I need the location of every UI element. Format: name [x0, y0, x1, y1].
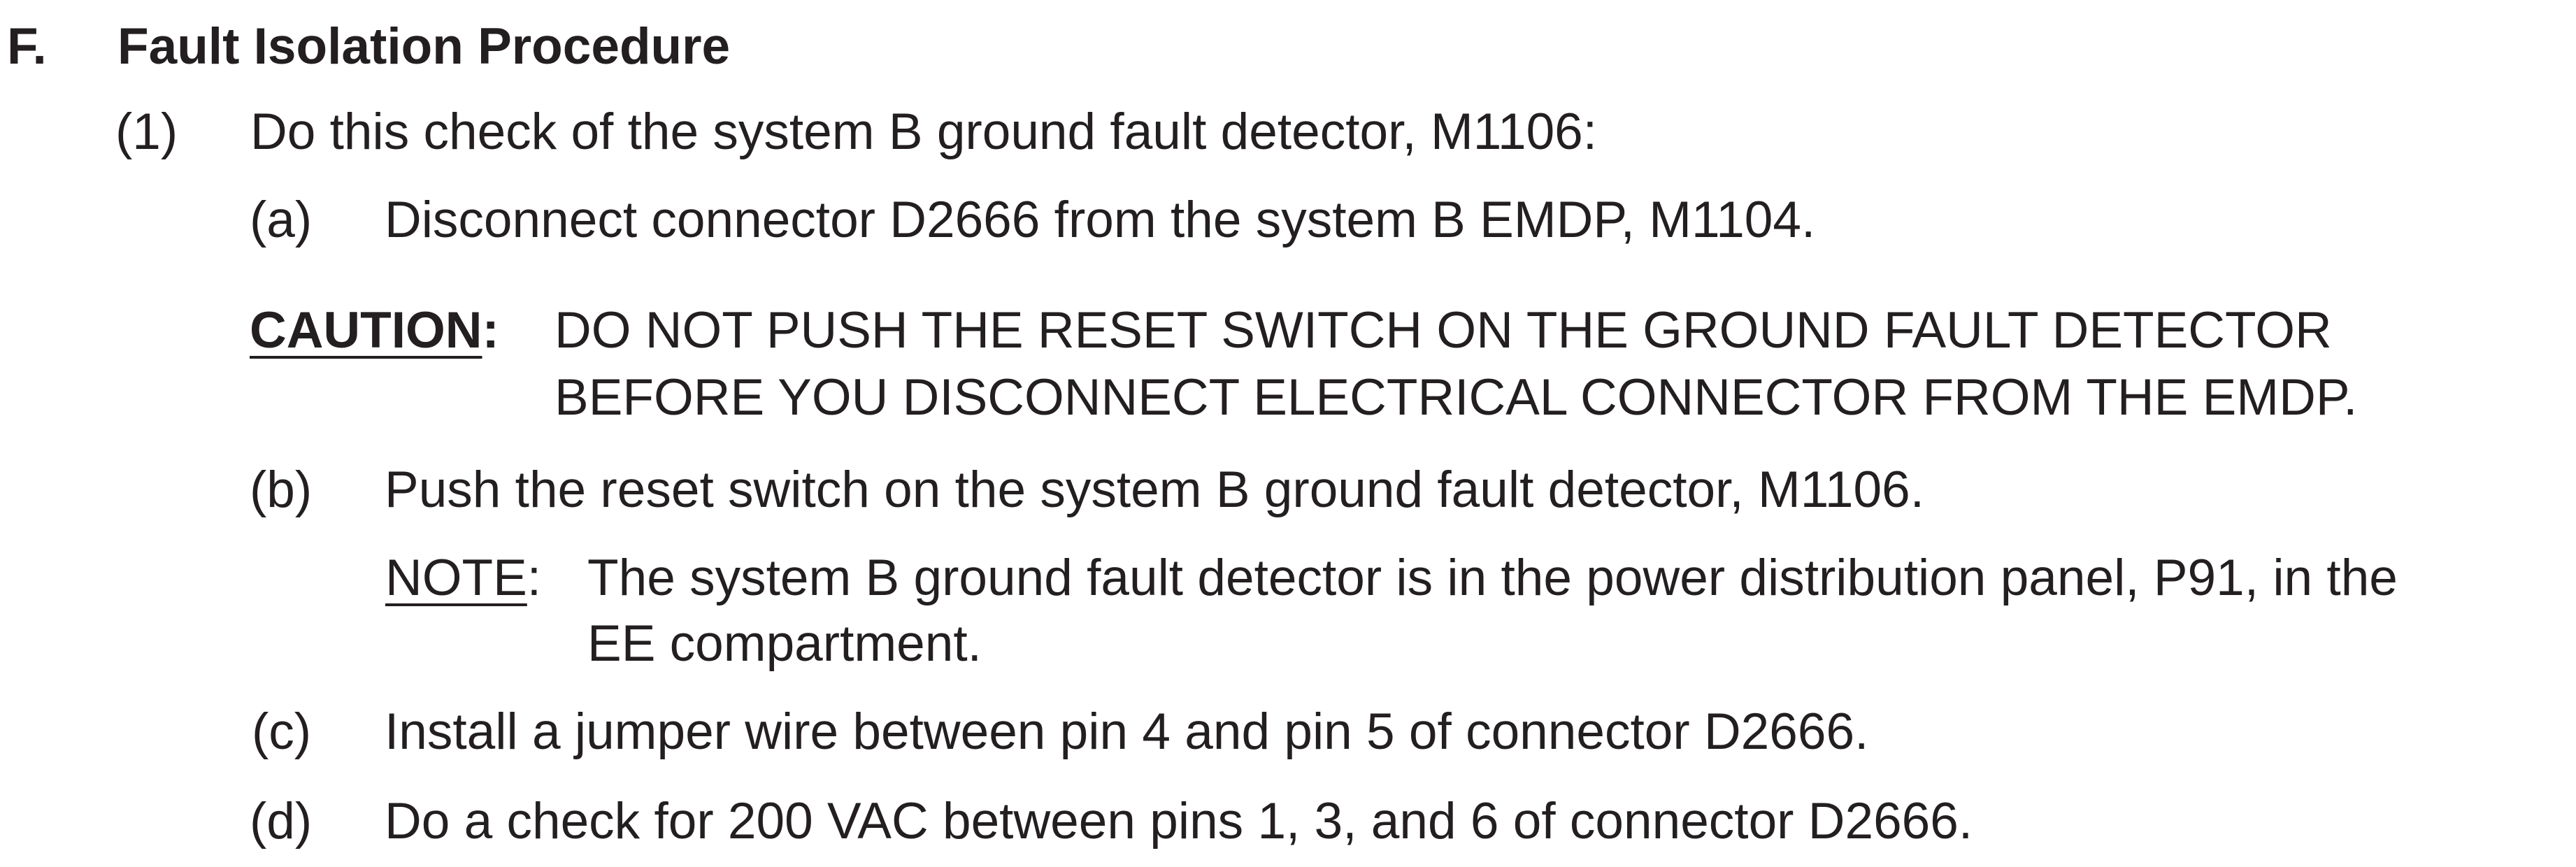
caution-line-1: DO NOT PUSH THE RESET SWITCH ON THE GROU…	[554, 302, 2332, 359]
caution-label: CAUTION	[250, 302, 482, 359]
substep-a-text: Disconnect connector D2666 from the syst…	[385, 192, 1816, 248]
caution-label-group: CAUTION:	[250, 305, 499, 356]
caution-colon: :	[482, 302, 499, 359]
substep-c-text: Install a jumper wire between pin 4 and …	[385, 703, 1869, 760]
step-1-text: Do this check of the system B ground fau…	[250, 103, 1598, 160]
section-title: Fault Isolation Procedure	[117, 18, 731, 75]
substep-c-number: (c)	[252, 703, 312, 760]
note-line-1: The system B ground fault detector is in…	[587, 550, 2398, 606]
note-label: NOTE	[385, 550, 527, 606]
substep-a-number: (a)	[250, 192, 313, 248]
note-line-2: EE compartment.	[587, 615, 982, 672]
step-1-number: (1)	[115, 103, 178, 160]
substep-d-number: (d)	[250, 793, 313, 850]
substep-d-text: Do a check for 200 VAC between pins 1, 3…	[385, 793, 1973, 850]
section-letter: F.	[7, 18, 47, 75]
note-label-group: NOTE:	[385, 552, 541, 603]
caution-line-2: BEFORE YOU DISCONNECT ELECTRICAL CONNECT…	[554, 369, 2358, 426]
note-colon: :	[527, 550, 542, 606]
substep-b-text: Push the reset switch on the system B gr…	[385, 461, 1925, 518]
substep-b-number: (b)	[250, 461, 313, 518]
